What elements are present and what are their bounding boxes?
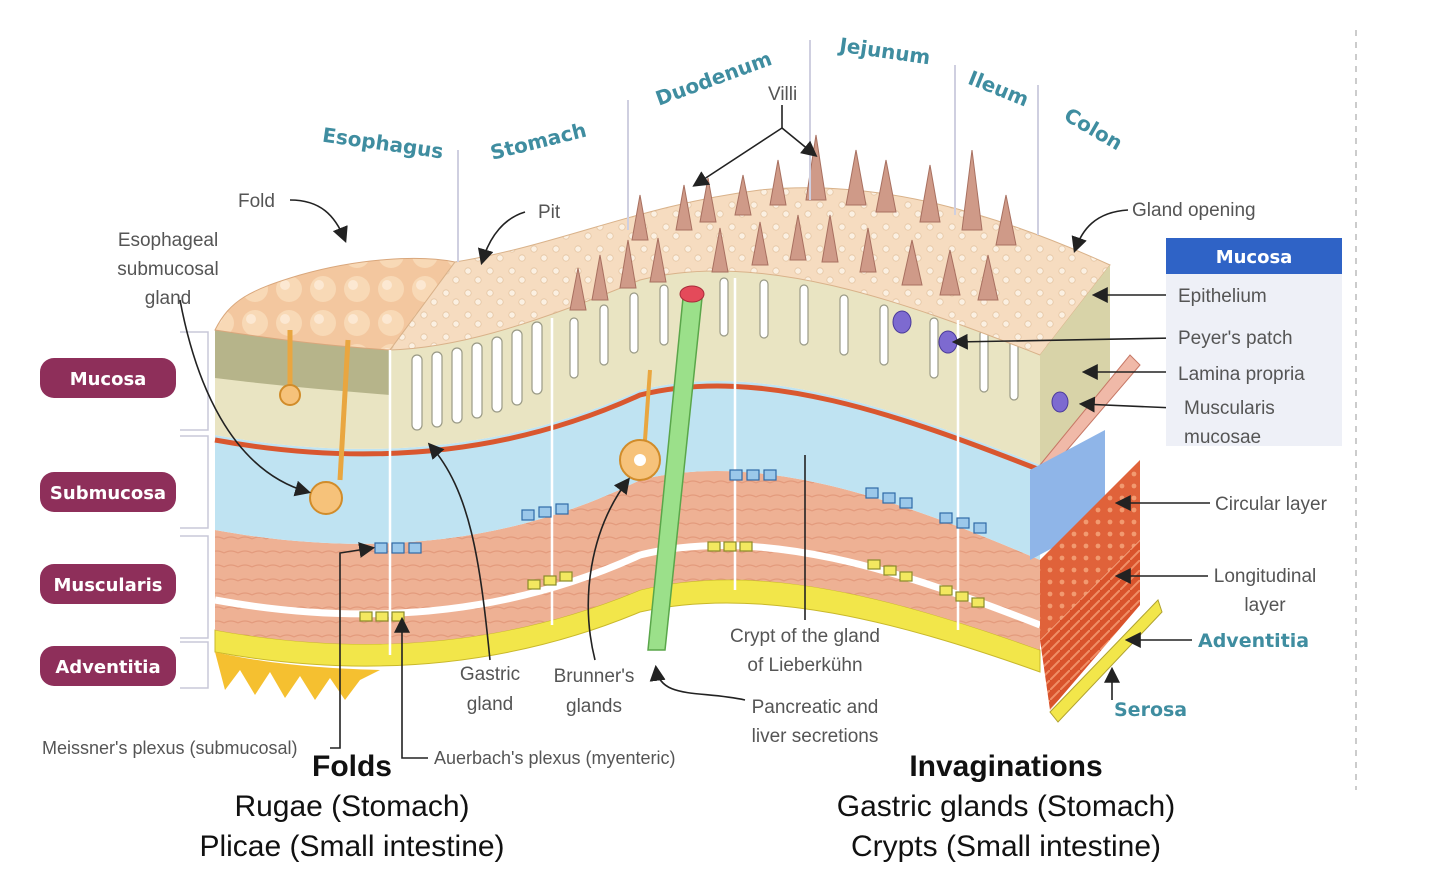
esophagus-fold-surface — [214, 257, 456, 351]
label-esophageal-gland-3: gland — [145, 288, 192, 309]
tissue-block — [214, 40, 1163, 723]
region-duodenum: Duodenum — [652, 46, 775, 110]
caption-invaginations-line2: Crypts (Small intestine) — [851, 830, 1161, 863]
brunners-gland — [619, 369, 661, 481]
label-adventitia-right: Adventitia — [1198, 630, 1309, 652]
label-esophageal-gland-1: Esophageal — [118, 230, 218, 251]
tag-mucosa: Mucosa — [40, 358, 176, 398]
label-brunners-2: glands — [566, 696, 622, 717]
mucosa-panel-header: Mucosa — [1216, 247, 1293, 268]
label-pancreatic-2: liver secretions — [752, 726, 879, 747]
tag-adventitia: Adventitia — [40, 646, 176, 686]
label-brunners-1: Brunner's — [554, 666, 635, 687]
svg-text:Submucosa: Submucosa — [50, 483, 166, 504]
region-ileum: Ileum — [965, 66, 1032, 112]
label-peyers-patch: Peyer's patch — [1178, 328, 1293, 349]
right-face-mucosa — [1040, 265, 1110, 465]
label-esophageal-gland-2: submucosal — [117, 259, 218, 280]
label-meissner: Meissner's plexus (submucosal) — [42, 738, 298, 758]
region-stomach: Stomach — [488, 118, 589, 165]
label-longitudinal-1: Longitudinal — [1214, 566, 1316, 587]
label-serosa: Serosa — [1114, 699, 1187, 721]
label-lamina-propria: Lamina propria — [1178, 364, 1305, 385]
adventitia-edge — [215, 652, 380, 700]
intestinal-crypts — [569, 277, 1019, 401]
svg-text:Adventitia: Adventitia — [55, 657, 160, 678]
tag-submucosa: Submucosa — [40, 472, 176, 512]
label-longitudinal-2: layer — [1244, 595, 1286, 616]
muscularis-mucosae-line — [214, 383, 1041, 473]
label-gastric-gland-2: gland — [467, 694, 514, 715]
esophageal-gland-2 — [309, 339, 351, 515]
label-muscularis-mucosae-1: Muscularis — [1184, 398, 1275, 419]
label-pit: Pit — [538, 202, 561, 223]
label-muscularis-mucosae-2: mucosae — [1184, 427, 1261, 448]
villi — [569, 134, 1017, 311]
layer-brackets — [180, 331, 209, 689]
tag-muscularis: Muscularis — [40, 564, 176, 604]
label-gland-opening: Gland opening — [1132, 200, 1256, 221]
region-jejunum: Jejunum — [836, 33, 932, 70]
section-white-lines — [388, 278, 960, 655]
region-colon: Colon — [1060, 103, 1127, 155]
label-circular-layer: Circular layer — [1215, 494, 1328, 515]
caption-folds-line1: Rugae (Stomach) — [234, 790, 469, 823]
caption-invaginations-title: Invaginations — [909, 750, 1102, 783]
gastric-glands — [411, 321, 543, 431]
meissner-plexus-boxes — [374, 469, 987, 554]
right-face-serosa — [1049, 599, 1163, 723]
label-auerbach: Auerbach's plexus (myenteric) — [434, 748, 676, 768]
mucosa-panel: Mucosa — [1166, 238, 1342, 446]
label-fold: Fold — [238, 191, 275, 212]
label-epithelium: Epithelium — [1178, 286, 1267, 307]
label-crypt-1: Crypt of the gland — [730, 626, 880, 647]
caption-folds-line2: Plicae (Small intestine) — [199, 830, 504, 863]
label-gastric-gland-1: Gastric — [460, 664, 520, 685]
label-pancreatic-1: Pancreatic and — [752, 697, 879, 718]
label-crypt-2: of Lieberkühn — [747, 655, 862, 676]
auerbach-plexus-boxes — [359, 541, 985, 622]
region-dividers — [457, 40, 1039, 262]
label-villi: Villi — [768, 84, 797, 105]
svg-text:Muscularis: Muscularis — [53, 575, 162, 596]
esophageal-gland-1 — [279, 330, 301, 406]
region-esophagus: Esophagus — [321, 123, 445, 164]
caption-folds-title: Folds — [312, 750, 392, 783]
caption-invaginations-line1: Gastric glands (Stomach) — [837, 790, 1175, 823]
svg-text:Mucosa: Mucosa — [70, 369, 147, 390]
annotation-lines — [179, 105, 1210, 759]
